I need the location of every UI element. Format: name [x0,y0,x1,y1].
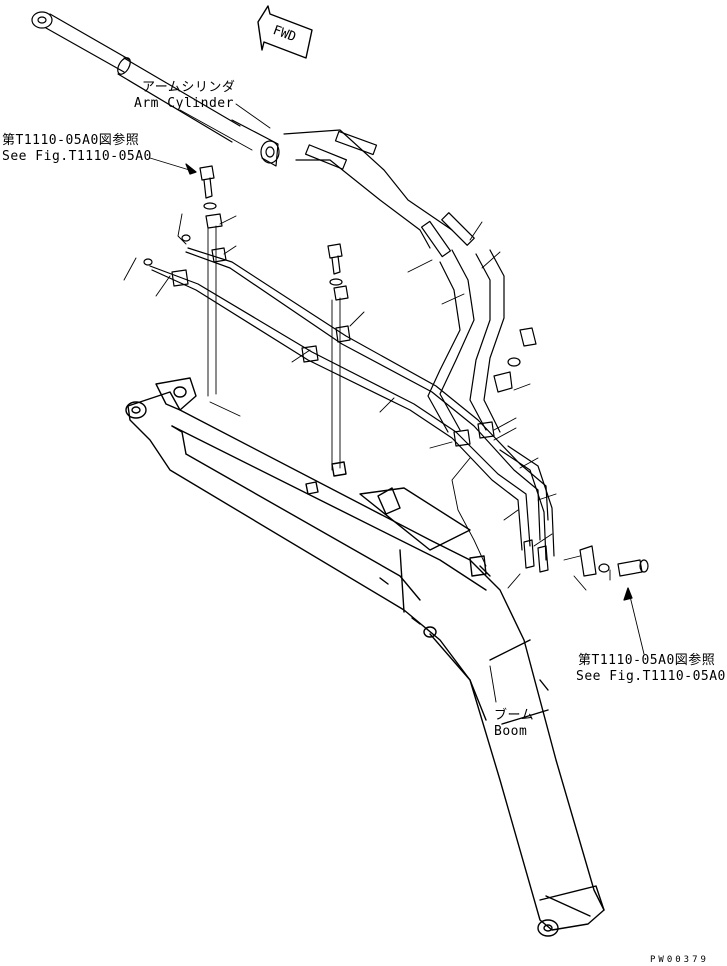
arm-cylinder-label-en: Arm Cylinder [134,96,234,111]
see-fig-top-label-en: See Fig.T1110-05A0 [2,149,152,164]
fwd-label: FWD [271,23,298,45]
see-fig-top-label-jp: 第T1110-05A0図参照 [2,133,140,148]
arm-cylinder-leader [179,103,271,151]
boom-label-jp: ブーム [494,708,535,723]
arm-cylinder [31,11,280,167]
boom-outline [125,377,605,937]
boom-tubes [149,247,555,561]
drawing-code: PW00379 [650,955,709,965]
callout-leaders [123,213,611,591]
fwd-arrow: FWD [257,5,313,59]
cylinder-hoses [283,129,505,433]
boom-label-en: Boom [494,724,528,739]
see-fig-right-label-en: See Fig.T1110-05A0 [576,669,726,684]
see-fig-arrows [149,157,645,655]
bolts [143,165,649,577]
bolt-leader-lines [207,225,341,471]
arm-cylinder-label-jp: アームシリンダ [142,80,236,95]
boom-leader [489,665,497,703]
tube-clamps [171,213,597,577]
see-fig-right-label-jp: 第T1110-05A0図参照 [578,653,716,668]
